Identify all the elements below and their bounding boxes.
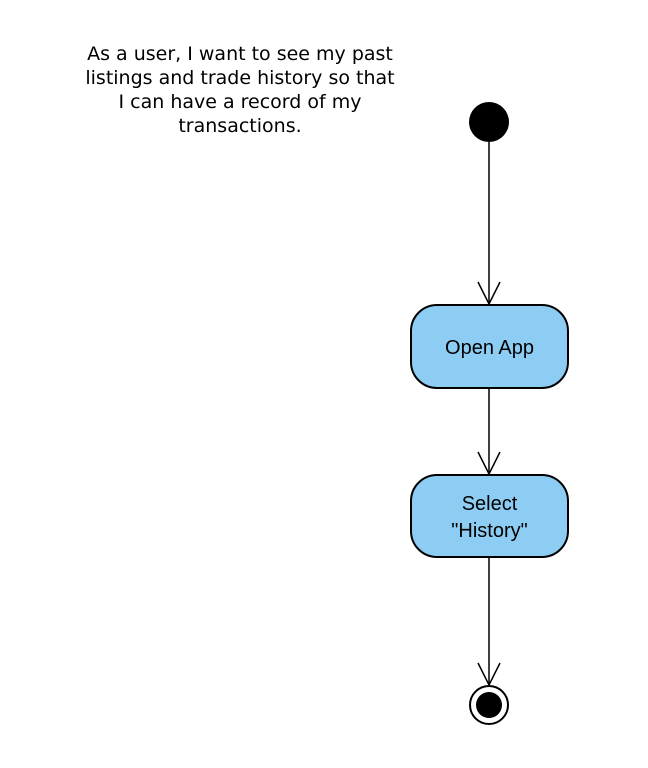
edge-open-app-to-select-history	[477, 388, 501, 476]
activity-open-app-label: Open App	[445, 337, 534, 359]
activity-select-history-label-line-2: "History"	[451, 520, 527, 542]
activity-select-history: Select "History"	[410, 474, 569, 558]
user-story-line-3: I can have a record of my	[118, 91, 362, 113]
user-story-line-1: As a user, I want to see my past	[87, 43, 393, 65]
user-story-line-4: transactions.	[178, 115, 302, 137]
activity-select-history-label-line-1: Select	[462, 493, 518, 515]
user-story-text: As a user, I want to see my past listing…	[40, 42, 440, 138]
edge-start-to-open-app	[477, 142, 501, 306]
edge-select-history-to-end	[477, 557, 501, 687]
end-node-icon	[469, 685, 509, 725]
activity-open-app: Open App	[410, 304, 569, 389]
start-node-icon	[469, 102, 509, 142]
user-story-line-2: listings and trade history so that	[85, 67, 395, 89]
